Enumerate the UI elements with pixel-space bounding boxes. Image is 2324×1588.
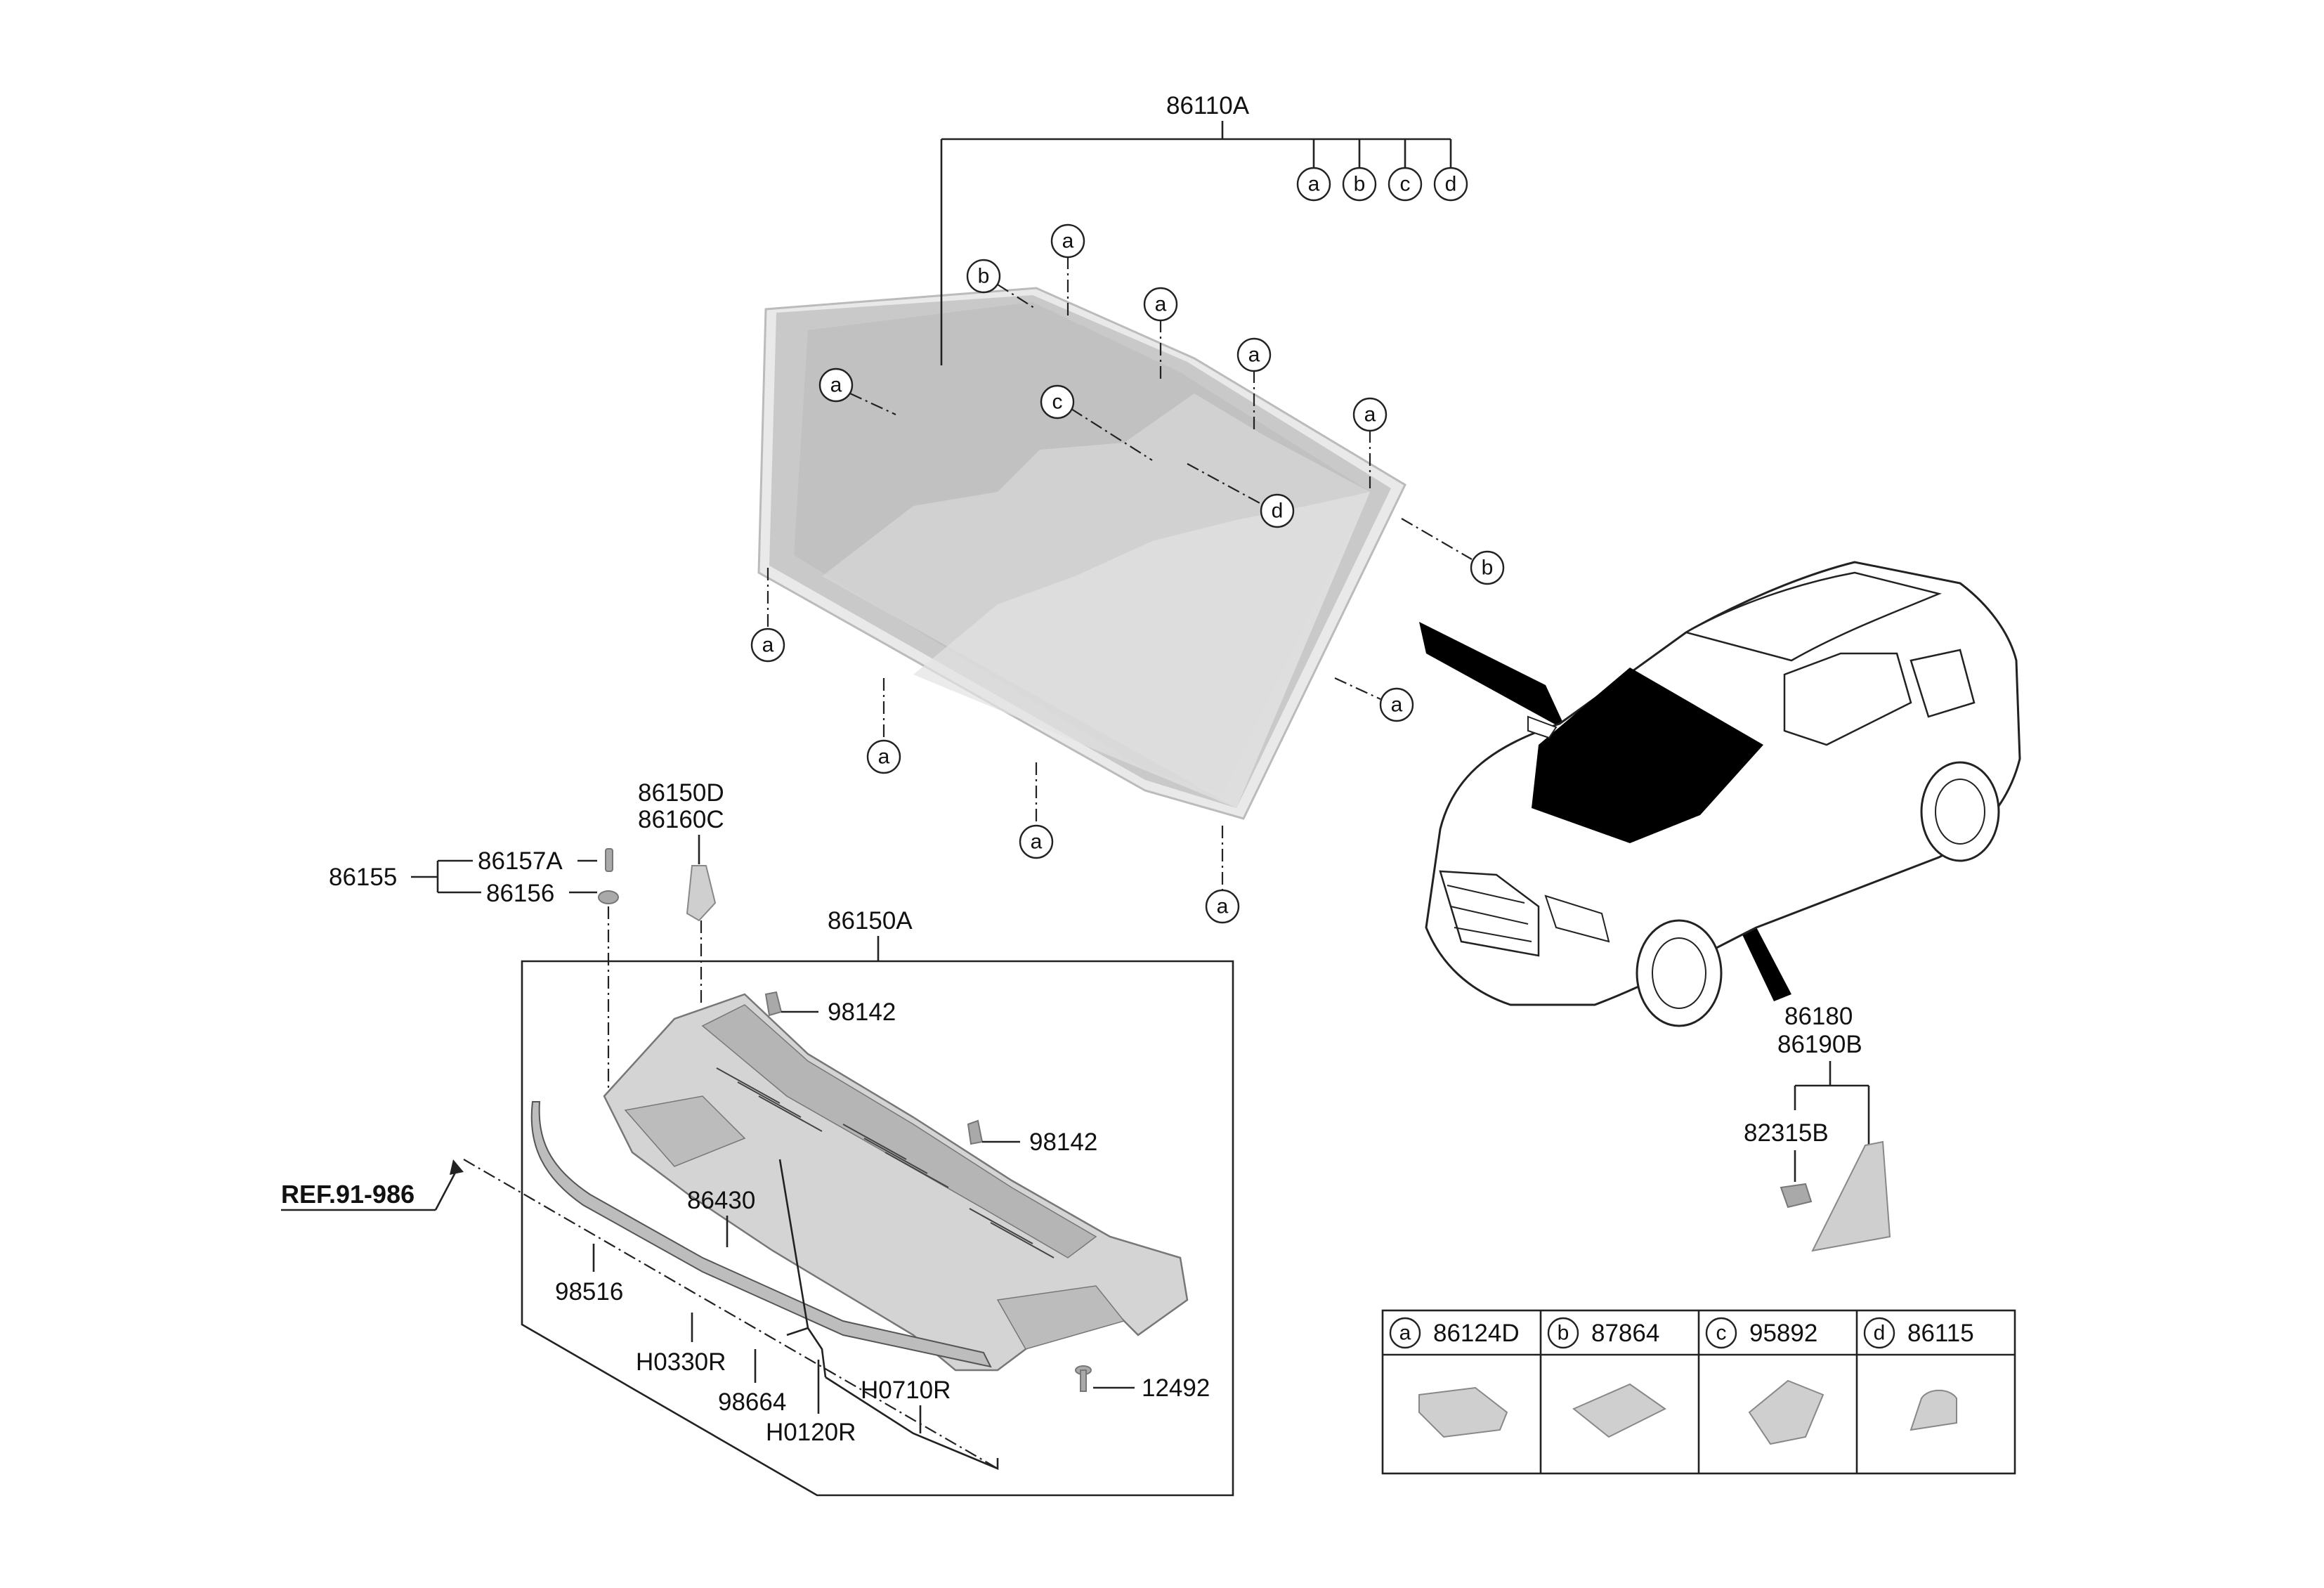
fastener-callout-group: 86155 86157A 86156 (329, 847, 597, 907)
svg-text:a: a (878, 746, 890, 769)
svg-text:a: a (1391, 694, 1403, 717)
svg-text:87864: 87864 (1591, 1320, 1659, 1347)
garnish-callout-group: 86180 86190B 82315B (1744, 1003, 1870, 1182)
windshield-callout-bracket: 86110A (940, 92, 1452, 365)
svg-text:d: d (1272, 500, 1284, 523)
label-98142-upper: 98142 (828, 998, 896, 1026)
svg-text:a: a (1031, 831, 1043, 854)
svg-text:a: a (830, 374, 842, 397)
label-86160c: 86160C (638, 806, 724, 833)
cowl-top-cover[interactable] (603, 993, 1189, 1372)
label-86155: 86155 (329, 864, 397, 891)
label-98664: 98664 (718, 1388, 786, 1416)
top-callout-d: d (1433, 167, 1468, 202)
clip-86157a-part[interactable] (605, 848, 613, 872)
svg-text:95892: 95892 (1749, 1320, 1817, 1347)
washer-hose-lines[interactable] (463, 1159, 999, 1470)
svg-text:d: d (1445, 173, 1457, 196)
windshield-callouts: a b a a a a c d b a a a a a (750, 223, 1505, 924)
label-12492: 12492 (1142, 1374, 1210, 1402)
screw-12492-part[interactable] (1075, 1365, 1092, 1392)
cowl-assembly-box: 86150A (521, 907, 1234, 1497)
svg-text:d: d (1874, 1322, 1886, 1345)
nozzle-98142-upper[interactable] (764, 991, 783, 1017)
svg-text:b: b (1482, 557, 1494, 580)
legend-table (1381, 1309, 2016, 1475)
label-86157a: 86157A (478, 847, 563, 875)
label-h0120r: H0120R (766, 1419, 856, 1446)
label-h0710r: H0710R (861, 1377, 951, 1404)
weatherstrip-part[interactable] (530, 1101, 992, 1368)
top-callout-b: b (1342, 167, 1377, 202)
reference-callout: REF.91-986 (281, 1159, 464, 1211)
svg-text:a: a (762, 634, 774, 657)
svg-text:a: a (1308, 173, 1320, 196)
cowl-side-piece[interactable] (686, 865, 717, 922)
svg-text:86115: 86115 (1907, 1320, 1974, 1347)
top-callout-a: a (1296, 167, 1331, 202)
label-86110a: 86110A (1166, 92, 1250, 119)
clip-86156-part[interactable] (598, 890, 619, 904)
svg-text:c: c (1400, 173, 1411, 196)
garnish-86190b-part[interactable] (1811, 1140, 1891, 1252)
label-98142-lower: 98142 (1029, 1128, 1097, 1156)
windshield-glass[interactable] (757, 287, 1406, 820)
svg-text:b: b (1354, 173, 1366, 196)
legend-part-87864[interactable] (1572, 1383, 1666, 1438)
svg-text:a: a (1364, 403, 1376, 427)
label-86430: 86430 (687, 1187, 755, 1214)
svg-text:b: b (1558, 1322, 1569, 1345)
legend-cell-a: a 86124D (1389, 1317, 1520, 1438)
label-86150a: 86150A (828, 907, 913, 935)
label-86150d: 86150D (638, 779, 724, 807)
svg-text:86124D: 86124D (1433, 1320, 1520, 1347)
legend-cell-b: b 87864 (1547, 1317, 1666, 1438)
svg-text:c: c (1716, 1322, 1727, 1345)
vehicle-illustration (1419, 561, 2021, 1027)
legend-part-86115[interactable] (1910, 1389, 1957, 1431)
svg-text:a: a (1217, 895, 1229, 918)
label-98516: 98516 (555, 1278, 623, 1306)
label-86156: 86156 (486, 880, 554, 907)
legend-part-95892[interactable] (1748, 1379, 1824, 1445)
nozzle-98142-lower[interactable] (967, 1119, 984, 1145)
svg-text:b: b (978, 265, 990, 288)
label-86190b: 86190B (1777, 1031, 1862, 1058)
svg-text:a: a (1399, 1322, 1411, 1345)
label-86180: 86180 (1784, 1003, 1853, 1030)
svg-text:c: c (1052, 391, 1063, 414)
label-82315b: 82315B (1744, 1119, 1829, 1147)
clip-82315b-part[interactable] (1780, 1183, 1813, 1209)
legend-cell-d: d 86115 (1863, 1317, 1974, 1431)
svg-text:a: a (1155, 293, 1167, 316)
legend-cell-c: c 95892 (1705, 1317, 1824, 1445)
ref-label: REF.91-986 (281, 1180, 414, 1209)
legend-part-86124d[interactable] (1418, 1386, 1508, 1438)
top-callout-c: c (1388, 167, 1423, 202)
svg-text:a: a (1062, 230, 1074, 253)
svg-text:a: a (1248, 344, 1260, 367)
label-h0330r: H0330R (636, 1348, 726, 1376)
